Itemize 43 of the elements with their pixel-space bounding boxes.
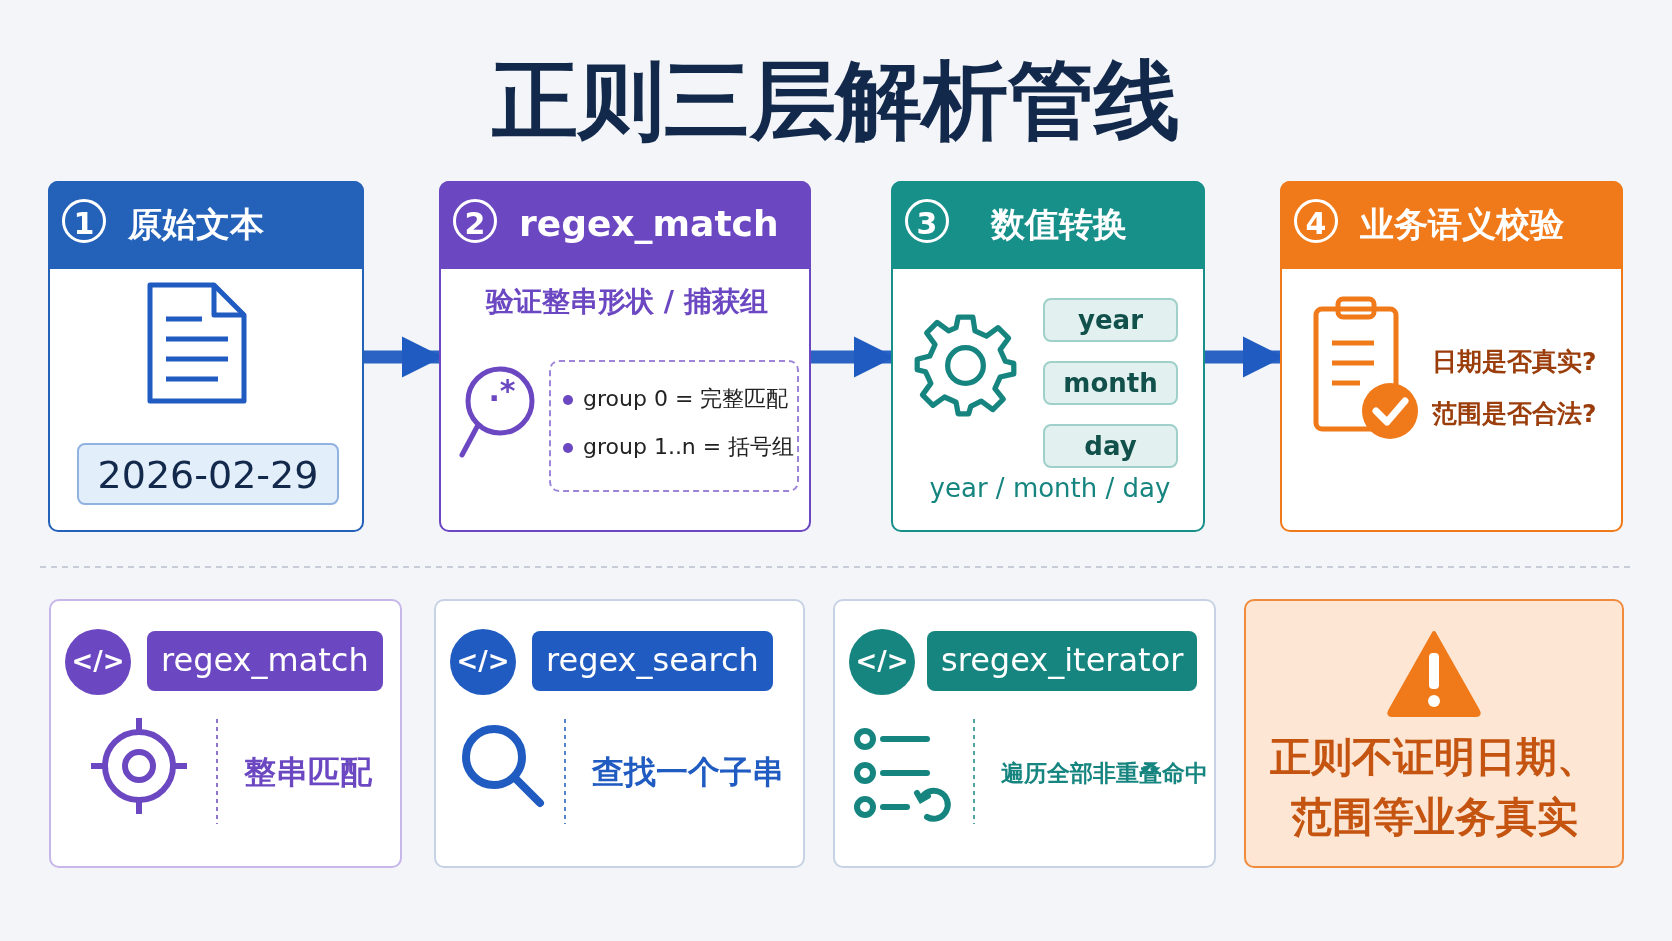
step-card — [1280, 181, 1623, 532]
api-card — [833, 599, 1216, 868]
step-number: 4 — [1294, 199, 1338, 243]
code-symbol: </> — [854, 646, 910, 676]
field-pill — [1043, 361, 1178, 405]
step-title: regex_match — [519, 202, 779, 246]
code-symbol: </> — [455, 646, 511, 676]
field-pill — [1043, 298, 1178, 342]
step-card — [891, 181, 1205, 532]
field-name: year — [1077, 304, 1144, 336]
warning-text: 正则不证明日期、范围等业务真实 — [1269, 732, 1599, 843]
warning-card — [1244, 599, 1624, 868]
date-text: 2026-02-29 — [96, 452, 320, 499]
function-tag: sregex_iterator — [927, 631, 1198, 691]
description: 整串匹配 — [244, 752, 372, 793]
step-number: 3 — [905, 199, 949, 243]
field-summary: year / month / day — [928, 473, 1172, 503]
step-number: 2 — [453, 199, 497, 243]
code-symbol: </> — [70, 646, 126, 676]
regex-symbol: .* — [487, 373, 517, 408]
step-card — [48, 181, 364, 532]
group-item: group 0 = 完整匹配 — [583, 385, 789, 413]
step-title: 原始文本 — [128, 203, 264, 246]
field-pill — [1043, 424, 1178, 468]
field-name: month — [1062, 367, 1159, 399]
field-name: day — [1083, 430, 1138, 462]
api-card — [49, 599, 402, 868]
step-title: 业务语义校验 — [1360, 203, 1564, 246]
check-question: 范围是否合法? — [1432, 398, 1597, 430]
function-tag: regex_search — [532, 631, 773, 691]
subtitle: 验证整串形状 / 捕获组 — [484, 284, 769, 320]
check-question: 日期是否真实? — [1432, 346, 1597, 378]
description: 查找一个子串 — [592, 752, 784, 793]
description: 遍历全部非重叠命中 — [1001, 759, 1208, 788]
date-box — [77, 443, 339, 505]
step-title: 数值转换 — [991, 203, 1127, 246]
function-tag: regex_match — [147, 631, 383, 691]
group-item: group 1..n = 括号组 — [583, 433, 795, 461]
group-list-box — [549, 360, 799, 492]
title: 正则三层解析管线 — [491, 49, 1181, 152]
api-card — [434, 599, 805, 868]
step-number: 1 — [62, 199, 106, 243]
step-card — [439, 181, 811, 532]
